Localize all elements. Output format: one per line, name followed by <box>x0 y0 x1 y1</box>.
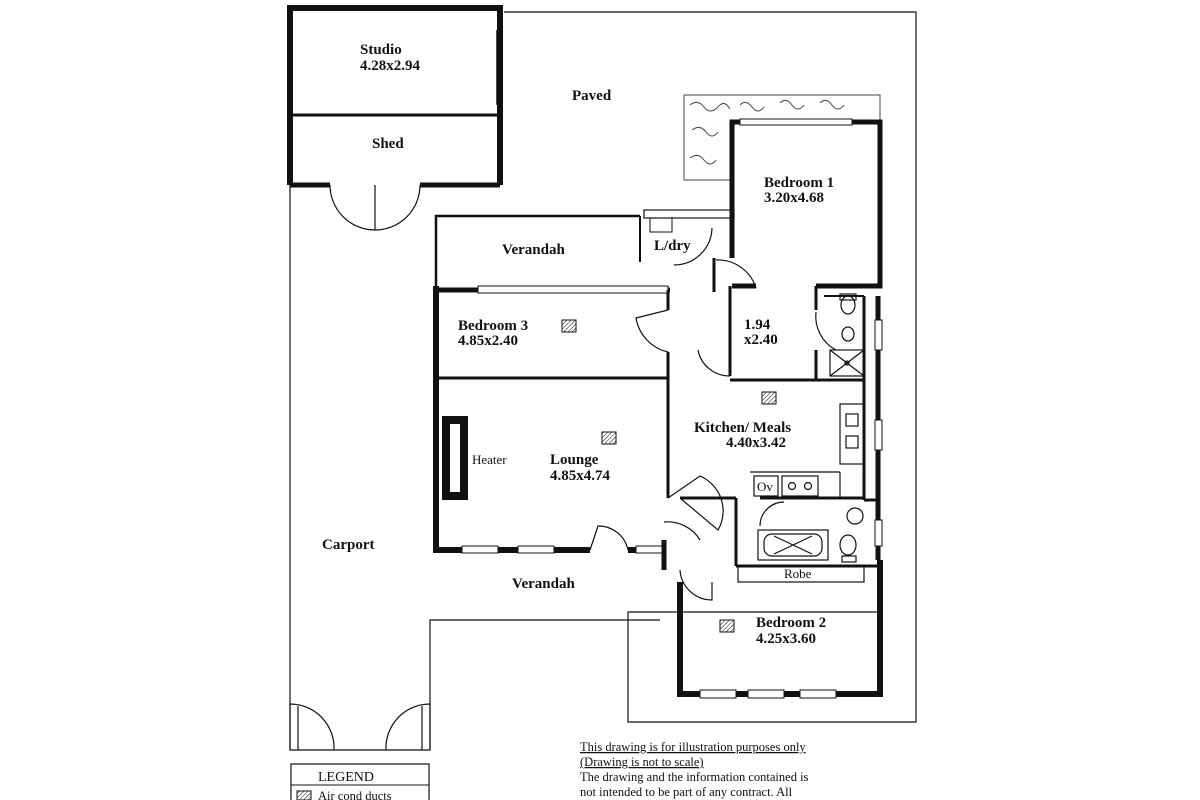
studio-label: Studio <box>360 42 402 58</box>
shed-label: Shed <box>372 136 404 152</box>
laundry-label: L/dry <box>654 238 691 254</box>
legend-item-label: Air cond ducts <box>318 789 392 800</box>
note-line-2: (Drawing is not to scale) <box>580 755 704 769</box>
heater-label: Heater <box>472 452 507 467</box>
ensuite-door <box>815 311 837 351</box>
carport-gates <box>289 703 431 751</box>
paved-label: Paved <box>572 88 612 104</box>
verandah-bottom-label: Verandah <box>512 576 575 592</box>
aircon-legend-icon <box>296 790 312 800</box>
lounge-door <box>589 525 629 551</box>
robe-label: Robe <box>784 566 812 581</box>
bedroom1-label: Bedroom 1 <box>764 175 834 191</box>
aircon-kitchen-icon <box>761 391 777 405</box>
kitchen-size: 4.40x3.42 <box>726 435 786 451</box>
ensuite-size-b: x2.40 <box>744 332 778 348</box>
bedroom1-size: 3.20x4.68 <box>764 190 824 206</box>
kitchen-door <box>667 475 724 531</box>
hall-door <box>697 349 731 377</box>
laundry-door <box>673 227 713 266</box>
bedroom2-hall-door <box>663 521 701 541</box>
kitchen-fixtures <box>750 403 865 498</box>
aircon-lounge-icon <box>601 431 617 445</box>
note-line-1: This drawing is for illustration purpose… <box>580 740 806 754</box>
verandah-top-label: Verandah <box>502 242 565 258</box>
legend-title: LEGEND <box>318 770 374 785</box>
aircon-bedroom3-icon <box>561 319 577 333</box>
oven-label: Ov <box>757 479 773 494</box>
air-cond-duct-markers <box>296 319 777 800</box>
bedroom2-label: Bedroom 2 <box>756 615 826 631</box>
lounge-label: Lounge <box>550 452 599 468</box>
lounge-size: 4.85x4.74 <box>550 468 611 484</box>
bedroom3-door <box>635 309 669 353</box>
shed-doors <box>329 184 421 231</box>
bedroom2-door <box>679 569 713 601</box>
bathroom-fixtures <box>757 501 864 563</box>
ensuite-fixtures <box>829 293 865 377</box>
bedroom1-door <box>715 259 757 289</box>
kitchen-label: Kitchen/ Meals <box>694 420 791 436</box>
bedroom2-size: 4.25x3.60 <box>756 631 816 647</box>
bedroom3-label: Bedroom 3 <box>458 318 528 334</box>
studio-size: 4.28x2.94 <box>360 58 421 74</box>
studio-shed-walls <box>287 5 503 188</box>
ensuite-size-a: 1.94 <box>744 317 771 333</box>
aircon-bedroom2-icon <box>719 619 735 633</box>
heater-fireplace <box>442 416 468 500</box>
house-outer-walls <box>433 285 670 555</box>
carport-label: Carport <box>322 537 375 553</box>
laundry-tub <box>649 217 673 233</box>
garden-bed <box>683 94 881 181</box>
right-windows <box>874 319 883 547</box>
note-line-4: not intended to be part of any contract.… <box>580 785 793 799</box>
legend: LEGEND Air cond ducts <box>290 763 430 800</box>
bedroom2-walls <box>661 555 883 699</box>
bedroom3-size: 4.85x2.40 <box>458 333 518 349</box>
bedroom1-walls <box>729 118 883 289</box>
note-line-3: The drawing and the information containe… <box>580 770 809 784</box>
